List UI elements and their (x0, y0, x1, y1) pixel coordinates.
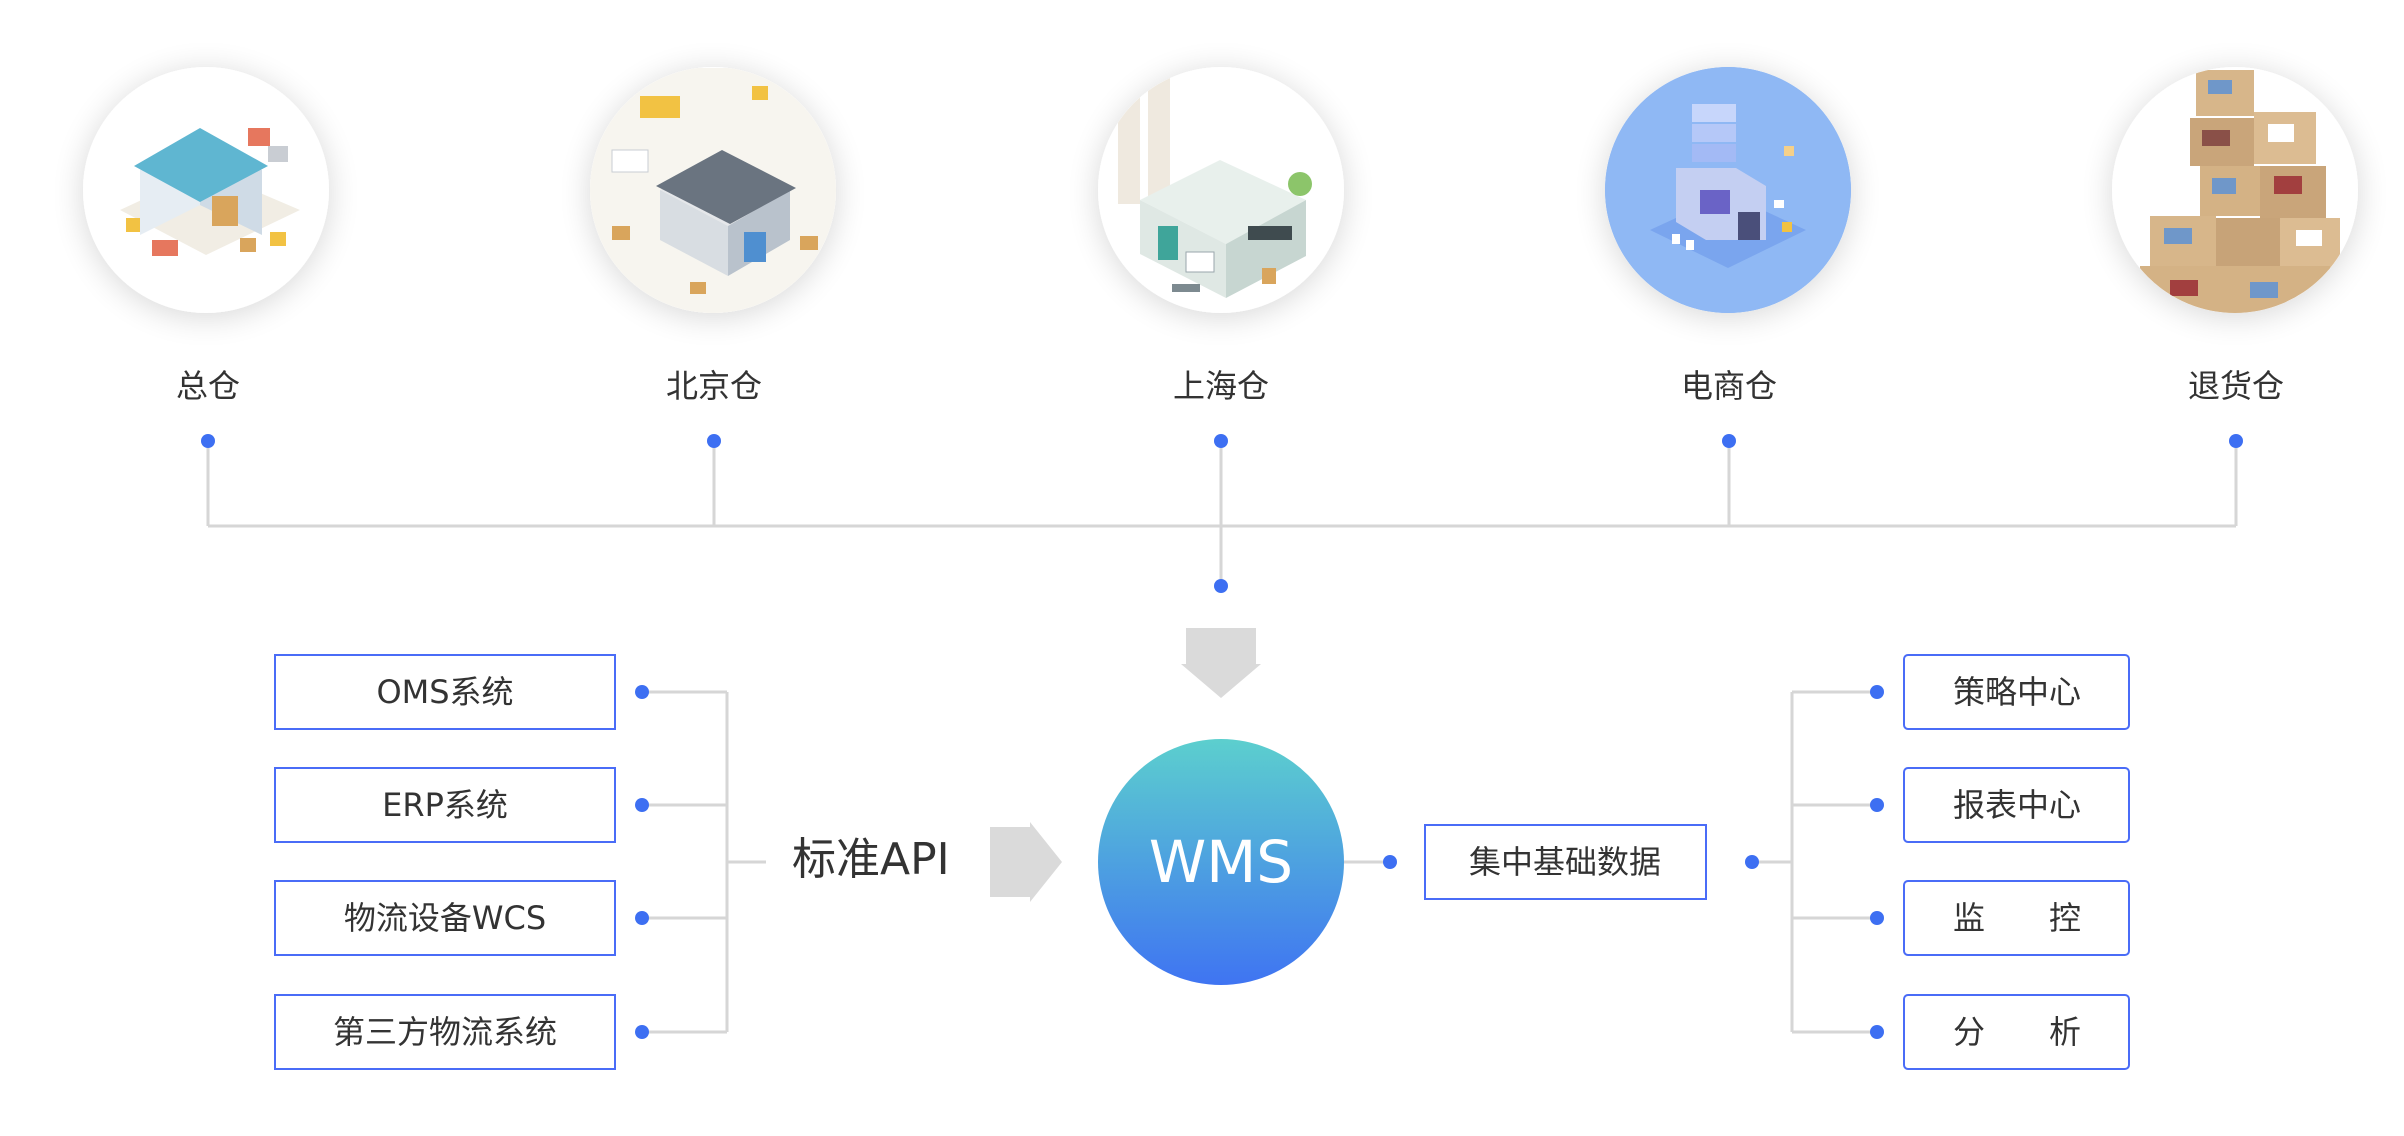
warehouse-label-beijing: 北京仓 (666, 367, 762, 405)
wms-label: WMS (1149, 828, 1293, 896)
module-box-monitor (1903, 880, 2130, 956)
warehouse-label-returns: 退货仓 (2188, 367, 2284, 405)
main-warehouse-illustration (83, 67, 329, 313)
central-data-box (1424, 824, 1707, 900)
left-bracket (642, 690, 766, 1034)
module-label-report: 报表中心 (1953, 786, 2081, 824)
returns-boxes-illustration (2112, 67, 2358, 313)
system-label-erp: ERP系统 (382, 786, 508, 824)
right-arrow-icon (990, 822, 1062, 902)
left-system-boxes: OMS系统 ERP系统 物流设备WCS 第三方物流系统 (274, 654, 616, 1070)
down-arrow-icon (1181, 628, 1261, 698)
warehouse-connector-dots (201, 434, 2243, 593)
warehouse-connector (206, 441, 2238, 585)
module-box-strategy (1903, 654, 2130, 730)
module-label-monitor: 监 控 (1953, 899, 2081, 937)
warehouse-label-shanghai: 上海仓 (1173, 367, 1269, 405)
module-label-strategy: 策略中心 (1953, 673, 2081, 711)
system-label-wcs: 物流设备WCS (344, 899, 546, 937)
system-box-oms (274, 654, 616, 730)
wms-data-connector-dot (1383, 855, 1397, 869)
system-box-erp (274, 767, 616, 843)
right-bracket (1752, 690, 1877, 1034)
central-data-label: 集中基础数据 (1469, 843, 1661, 881)
shanghai-factory-illustration (1098, 67, 1344, 313)
system-label-oms: OMS系统 (376, 673, 513, 711)
warehouse-label-ecommerce: 电商仓 (1681, 367, 1777, 405)
api-label: 标准API (792, 834, 950, 885)
system-label-3pl: 第三方物流系统 (333, 1013, 557, 1051)
module-box-analysis (1903, 994, 2130, 1070)
system-box-wcs (274, 880, 616, 956)
system-box-3pl (274, 994, 616, 1070)
ecommerce-warehouse-illustration (1605, 67, 1851, 313)
warehouse-label-main: 总仓 (176, 367, 240, 405)
beijing-warehouse-illustration (590, 67, 836, 313)
wms-core-circle (1098, 739, 1344, 985)
right-module-boxes: 策略中心 报表中心 监 控 分 析 (1903, 654, 2130, 1070)
left-bracket-dots (635, 685, 649, 1039)
right-bracket-dots (1745, 685, 1884, 1039)
module-box-report (1903, 767, 2130, 843)
module-label-analysis: 分 析 (1953, 1013, 2081, 1051)
